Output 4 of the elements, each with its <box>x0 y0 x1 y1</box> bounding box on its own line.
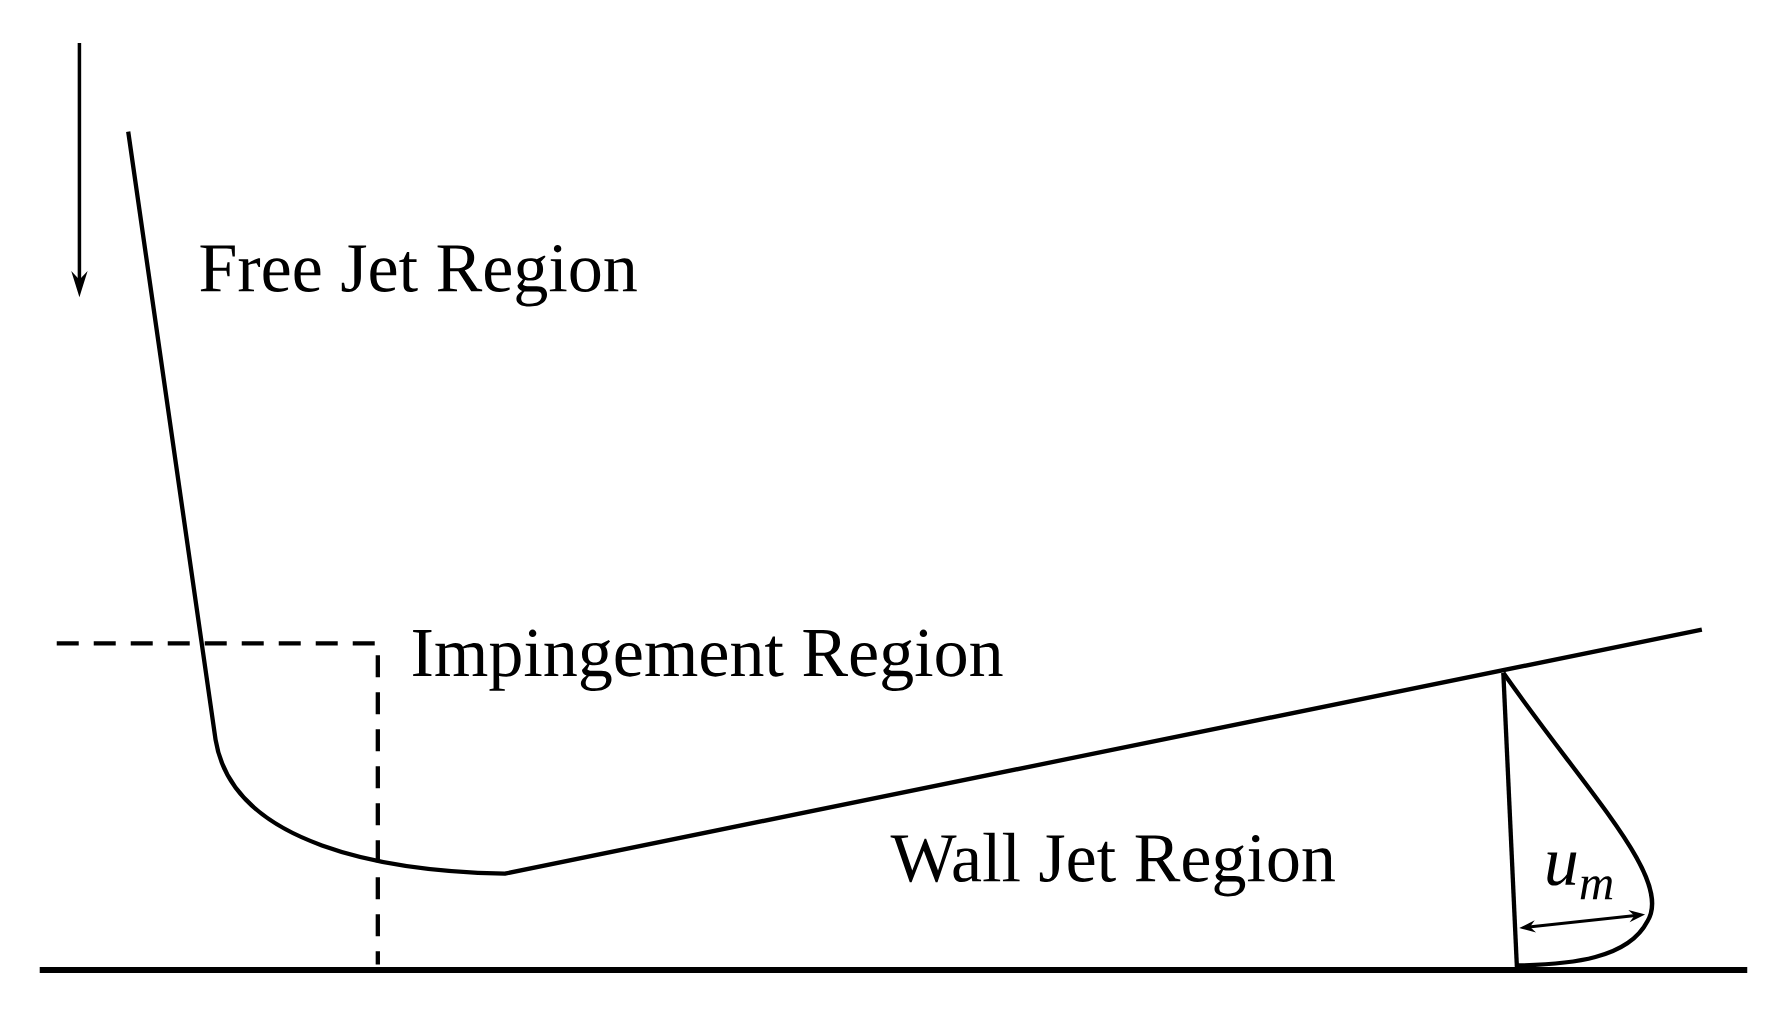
region-label: Impingement Region <box>413 629 1003 691</box>
region-label: Free Jet Region <box>200 244 637 307</box>
region-label: u$_{m}$ <box>1547 852 1613 900</box>
region-label: Wall Jet Region <box>890 832 1335 897</box>
